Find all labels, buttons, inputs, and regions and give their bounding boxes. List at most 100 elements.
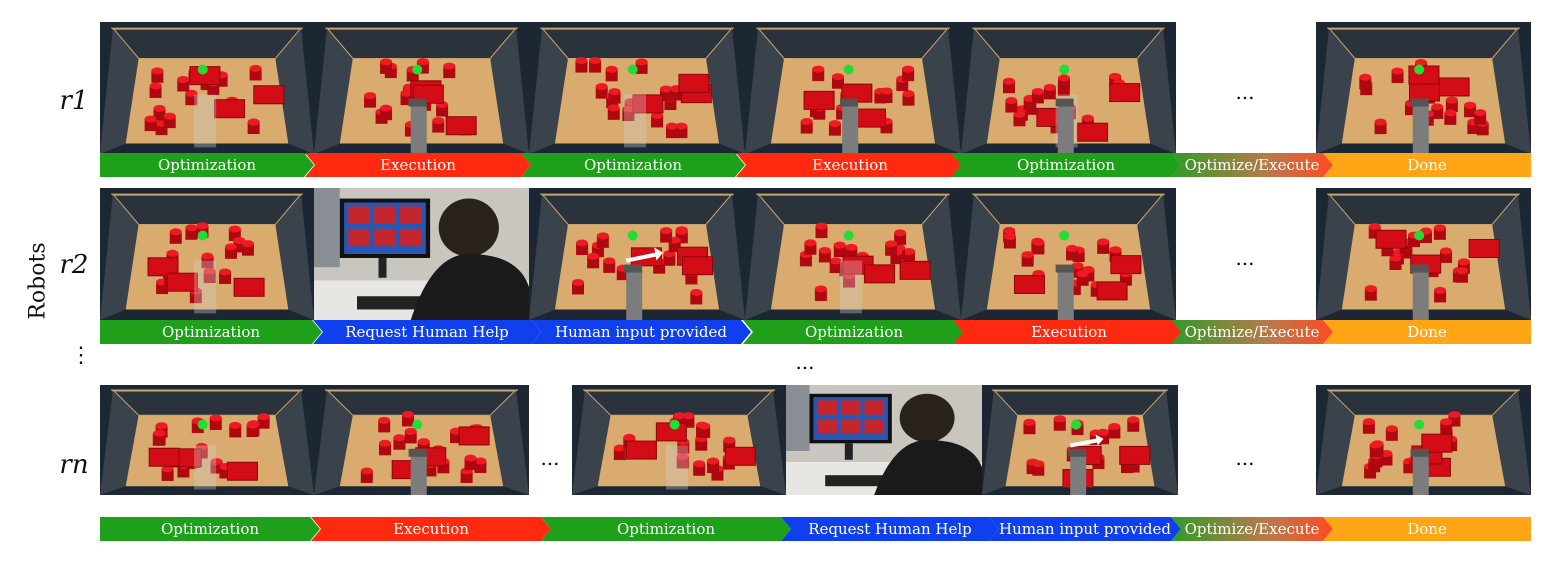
bin-back-wall — [1329, 29, 1518, 59]
stage-label: Optimization — [805, 323, 903, 341]
screen-thumbnail — [841, 419, 861, 433]
red-box — [459, 427, 489, 445]
stage-bar: Execution — [736, 153, 964, 177]
robot-gripper — [1068, 449, 1086, 457]
bin-back-wall — [542, 195, 732, 225]
row-r2-ellipsis: ... — [1178, 246, 1312, 270]
red-cylinder-top — [575, 57, 587, 64]
robot-arm — [1070, 453, 1086, 495]
red-cylinder-top — [589, 57, 601, 64]
green-target — [1059, 65, 1069, 75]
red-box — [446, 117, 476, 135]
red-box — [683, 257, 713, 275]
stage-bar: Optimize/Execute — [1171, 153, 1333, 177]
simulation-snapshot — [572, 385, 786, 495]
red-cylinder-top — [164, 113, 176, 120]
red-cylinder-top — [845, 244, 857, 251]
red-box — [1120, 446, 1150, 464]
red-cylinder-top — [804, 239, 816, 246]
robot-arm — [842, 104, 858, 154]
red-cylinder-top — [587, 253, 599, 260]
green-target — [1414, 420, 1424, 430]
red-cylinder-top — [609, 88, 621, 95]
stage-bar: Request Human Help — [313, 320, 541, 344]
simulation-snapshot — [982, 385, 1178, 495]
robot-gripper — [1411, 99, 1429, 107]
stage-label: Done — [1407, 520, 1447, 538]
robot-arm — [1413, 453, 1429, 495]
red-cylinder-top — [885, 240, 897, 247]
red-cylinder-top — [432, 117, 444, 124]
red-cylinder-top — [1431, 103, 1443, 110]
stage-label: Optimize/Execute — [1185, 323, 1320, 341]
stage-bar: Execution — [953, 320, 1185, 344]
simulation-snapshot — [529, 188, 745, 320]
human-operator-photo — [786, 385, 982, 495]
stage-label: Optimize/Execute — [1185, 156, 1320, 174]
red-cylinder-top — [1370, 442, 1382, 449]
bin-back-wall — [1329, 195, 1518, 225]
green-target — [670, 420, 680, 430]
bin-back-wall — [327, 29, 516, 59]
screen-thumbnail — [400, 206, 422, 223]
red-cylinder-top — [170, 228, 182, 235]
red-cylinder-top — [902, 90, 914, 97]
simulation-snapshot — [745, 188, 961, 320]
red-cylinder-top — [597, 232, 609, 239]
red-cylinder-top — [880, 87, 892, 94]
red-cylinder-top — [153, 105, 165, 112]
green-target — [412, 420, 422, 430]
red-cylinder-top — [361, 467, 373, 474]
bin-back-wall — [113, 195, 301, 225]
red-cylinder-top — [660, 85, 672, 92]
stage-bar: Request Human Help — [781, 517, 999, 541]
red-cylinder-top — [1058, 75, 1070, 82]
red-cylinder-top — [1363, 418, 1375, 425]
robot-gripper — [409, 99, 427, 107]
simulation-snapshot — [961, 22, 1176, 154]
stage-bar: Done — [1323, 517, 1531, 541]
ghost-arm — [666, 446, 688, 490]
red-cylinder-top — [465, 455, 477, 462]
office-shelf — [786, 385, 810, 451]
simulation-snapshot — [529, 22, 745, 154]
stage-bar: Execution — [305, 153, 531, 177]
red-cylinder-top — [608, 104, 620, 111]
bin-back-wall — [974, 29, 1163, 59]
robot-arm — [626, 270, 642, 320]
screen-thumbnail — [864, 400, 884, 414]
red-cylinder-top — [636, 58, 648, 65]
vertical-ellipsis: ⋮ — [70, 352, 92, 360]
red-cylinder-top — [443, 63, 455, 70]
red-cylinder-top — [380, 58, 392, 65]
green-target — [628, 65, 638, 75]
human-operator-photo — [314, 188, 529, 320]
stage-label: Execution — [380, 156, 456, 174]
red-box — [1111, 256, 1141, 274]
stage-label: Optimization — [617, 520, 715, 538]
bin-back-wall — [113, 391, 301, 416]
red-cylinder-top — [1032, 460, 1044, 467]
red-cylinder-top — [829, 120, 841, 127]
red-cylinder-top — [832, 73, 844, 80]
green-target — [844, 65, 854, 75]
stage-label: Optimization — [161, 520, 259, 538]
ghost-arm — [194, 95, 216, 148]
simulation-snapshot — [1316, 22, 1531, 154]
simulation-snapshot — [100, 385, 314, 495]
red-cylinder-top — [1109, 73, 1121, 80]
red-cylinder-top — [1003, 78, 1015, 85]
red-box — [149, 448, 179, 466]
red-cylinder-top — [1077, 270, 1089, 277]
bin-back-wall — [585, 391, 773, 416]
green-target — [198, 231, 208, 241]
keyboard — [825, 475, 884, 486]
bin-back-wall — [974, 195, 1163, 225]
robot-arm — [1058, 104, 1074, 154]
green-target — [1414, 65, 1424, 75]
red-box — [168, 273, 198, 291]
red-cylinder-top — [229, 422, 241, 429]
red-cylinder-top — [225, 243, 237, 250]
red-cylinder-top — [1005, 97, 1017, 104]
red-cylinder-top — [1359, 74, 1371, 81]
